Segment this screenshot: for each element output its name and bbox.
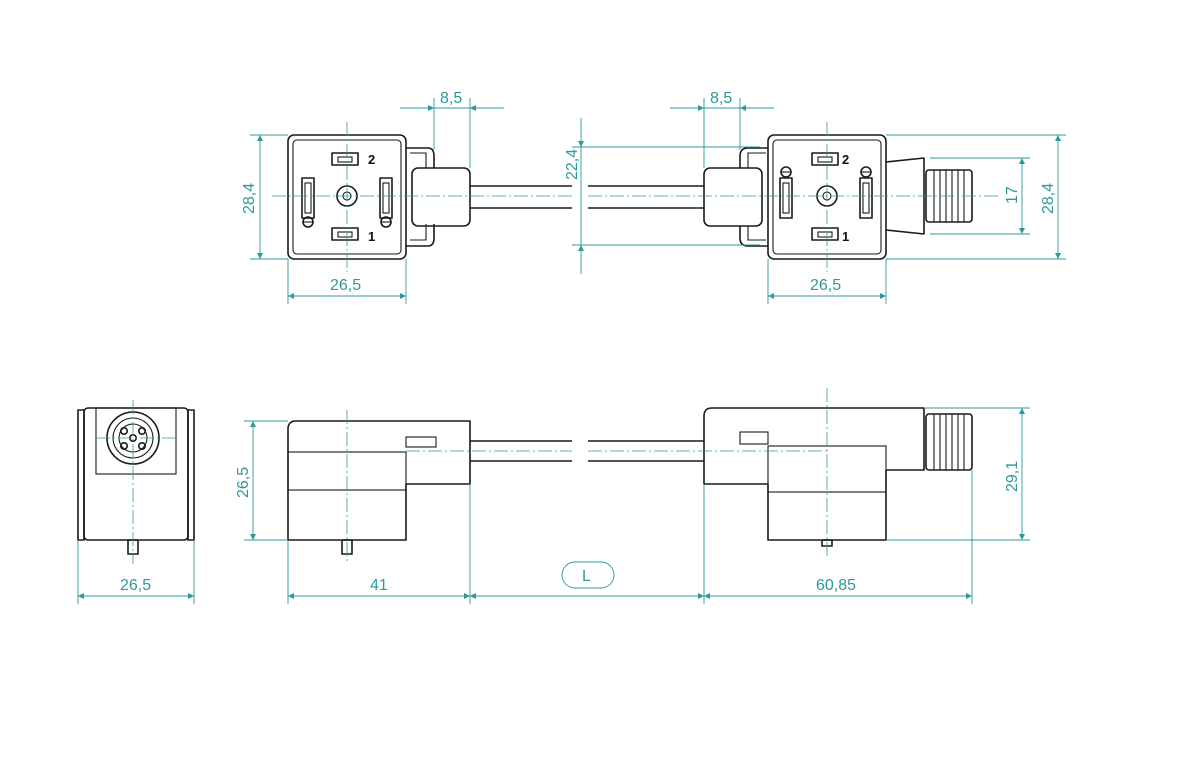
- pin-label-1: 1: [368, 229, 375, 244]
- cable-length: L: [470, 561, 704, 599]
- dim-top-right-tab: 8,5: [710, 90, 732, 107]
- front-view: 26,5: [77, 400, 195, 604]
- dim-top-right-m12: 17: [1004, 186, 1021, 204]
- dim-side-right-length: 60,85: [816, 577, 856, 594]
- dim-top-left-tab: 8,5: [440, 90, 462, 107]
- dim-top-right-width: 26,5: [810, 277, 841, 294]
- top-left-view: 2 1 8,5 28,4 26,5: [241, 90, 572, 304]
- dim-side-right-height: 29,1: [1004, 461, 1021, 492]
- dim-side-left-height: 26,5: [235, 467, 252, 498]
- dim-side-left-length: 41: [370, 577, 388, 594]
- pin-label-2-right: 2: [842, 152, 849, 167]
- side-right-view: 60,85 29,1: [588, 388, 1030, 604]
- dim-front-width: 26,5: [120, 577, 151, 594]
- dim-top-right-height: 28,4: [1040, 183, 1057, 214]
- pin-label-1-right: 1: [842, 229, 849, 244]
- dim-top-left-width: 26,5: [330, 277, 361, 294]
- dim-top-right-cable: 22,4: [564, 149, 581, 180]
- dim-cable-length: L: [582, 568, 591, 585]
- pin-label-2: 2: [368, 152, 375, 167]
- top-right-view: 2 1 8,5 22,4 17 28,4 26,5: [564, 90, 1066, 304]
- side-left-view: 26,5 41: [235, 410, 572, 604]
- dim-top-left-height: 28,4: [241, 183, 258, 214]
